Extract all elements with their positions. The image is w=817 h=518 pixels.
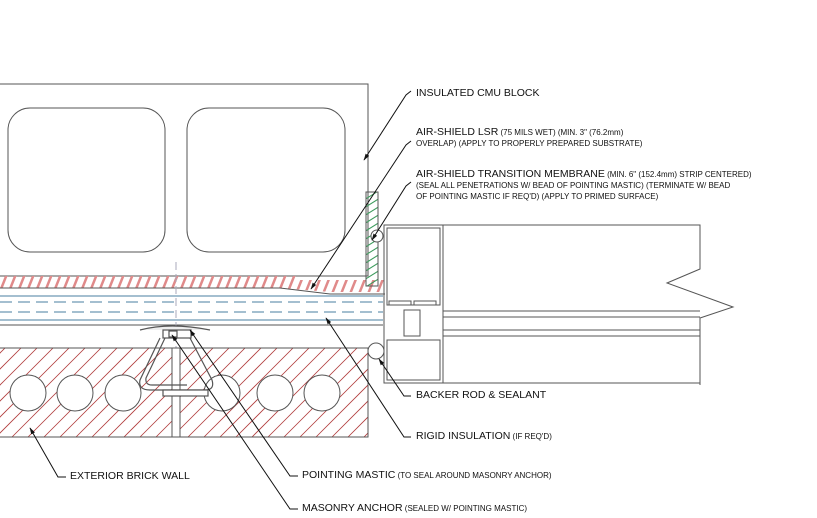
transition-hatch-line bbox=[366, 246, 378, 256]
membrane-hatch-line bbox=[33, 276, 45, 292]
brick-core bbox=[303, 374, 341, 412]
window-frame bbox=[383, 224, 735, 385]
label-note: OF POINTING MASTIC IF REQ'D) (APPLY TO P… bbox=[416, 192, 659, 201]
brick-hatch-line bbox=[331, 400, 368, 437]
transition-hatch-line bbox=[366, 206, 378, 216]
label-backer-rod: BACKER ROD & SEALANT bbox=[416, 390, 546, 401]
label-note: (75 MILS WET) (MIN. 3" (76.2mm) bbox=[498, 128, 624, 137]
transition-hatch-line bbox=[366, 222, 378, 232]
label-note: (SEALED W/ POINTING MASTIC) bbox=[402, 504, 528, 513]
membrane-hatch-line bbox=[150, 276, 162, 292]
backer-rod bbox=[367, 342, 385, 360]
membrane-hatch-line bbox=[15, 276, 27, 292]
membrane-hatch-line bbox=[168, 276, 180, 292]
membrane-hatch-line bbox=[213, 276, 225, 292]
exterior-brick-wall bbox=[0, 347, 369, 438]
brick-hatch-line bbox=[0, 348, 6, 354]
label-text: AIR-SHIELD TRANSITION MEMBRANE bbox=[416, 168, 605, 180]
membrane-hatch-line bbox=[69, 276, 81, 292]
membrane-hatch-line bbox=[51, 276, 63, 292]
membrane-hatch-line bbox=[177, 276, 189, 292]
transition-hatch-line bbox=[366, 192, 378, 200]
membrane-hatch-line bbox=[330, 276, 342, 292]
label-note: OVERLAP) (APPLY TO PROPERLY PREPARED SUB… bbox=[416, 139, 643, 148]
transition-hatch-line bbox=[366, 278, 378, 286]
label-pointing-mastic: POINTING MASTIC (TO SEAL AROUND MASONRY … bbox=[302, 470, 552, 481]
membrane-hatch-line bbox=[285, 276, 297, 292]
brick-core bbox=[56, 374, 94, 412]
label-text: AIR-SHIELD LSR bbox=[416, 126, 499, 138]
brick-hatch-line bbox=[347, 416, 368, 437]
brick-hatch-line bbox=[0, 348, 38, 386]
label-text: BACKER ROD & SEALANT bbox=[416, 389, 547, 401]
membrane-hatch-line bbox=[87, 276, 99, 292]
transition-hatch-line bbox=[366, 214, 378, 224]
brick-hatch-line bbox=[0, 348, 22, 370]
brick-core bbox=[104, 374, 142, 412]
membrane-hatch-line bbox=[348, 276, 360, 292]
label-air-shield-lsr: AIR-SHIELD LSR (75 MILS WET) (MIN. 3" (7… bbox=[416, 127, 642, 149]
membrane-hatch-line bbox=[96, 276, 108, 292]
masonry-anchor bbox=[139, 325, 214, 397]
membrane-hatch-line bbox=[258, 276, 270, 292]
membrane-hatch-line bbox=[339, 276, 351, 292]
membrane-hatch-line bbox=[114, 276, 126, 292]
membrane-hatch-line bbox=[105, 276, 117, 292]
membrane-hatch-line bbox=[312, 276, 324, 292]
membrane-hatch-line bbox=[159, 276, 171, 292]
membrane-hatch-line bbox=[222, 276, 234, 292]
membrane-hatch-line bbox=[24, 276, 36, 292]
membrane-hatch-line bbox=[240, 276, 252, 292]
membrane-hatch-line bbox=[42, 276, 54, 292]
membrane-hatch-line bbox=[186, 276, 198, 292]
label-text: INSULATED CMU BLOCK bbox=[416, 87, 540, 99]
brick-core bbox=[256, 374, 294, 412]
label-text: POINTING MASTIC bbox=[302, 469, 396, 481]
membrane-hatch-line bbox=[6, 276, 18, 292]
membrane-hatch-line bbox=[195, 276, 207, 292]
membrane-edge bbox=[0, 287, 385, 295]
brick-core bbox=[203, 374, 241, 412]
membrane-hatch-line bbox=[231, 276, 243, 292]
label-text: RIGID INSULATION bbox=[416, 430, 511, 442]
membrane-hatch-line bbox=[0, 276, 9, 292]
label-note: (MIN. 6" (152.4mm) STRIP CENTERED) bbox=[604, 170, 752, 179]
brick-core bbox=[9, 374, 47, 412]
label-text: MASONRY ANCHOR bbox=[302, 502, 403, 514]
label-note: (IF REQ'D) bbox=[510, 432, 552, 441]
transition-hatch-line bbox=[366, 254, 378, 264]
label-note: (SEAL ALL PENETRATIONS W/ BEAD OF POINTI… bbox=[416, 181, 731, 190]
membrane-hatch-line bbox=[276, 276, 288, 292]
label-insulated-cmu-block: INSULATED CMU BLOCK bbox=[416, 88, 540, 99]
label-text: EXTERIOR BRICK WALL bbox=[70, 470, 190, 482]
label-transition-membrane: AIR-SHIELD TRANSITION MEMBRANE (MIN. 6" … bbox=[416, 169, 752, 202]
air-shield-lsr-membrane bbox=[0, 274, 403, 294]
transition-hatch-line bbox=[366, 270, 378, 280]
transition-hatch-line bbox=[366, 262, 378, 272]
cmu-block bbox=[0, 83, 369, 277]
membrane-hatch-line bbox=[249, 276, 261, 292]
leader-lines bbox=[29, 90, 412, 510]
label-masonry-anchor: MASONRY ANCHOR (SEALED W/ POINTING MASTI… bbox=[302, 503, 527, 514]
brick-hatch-line bbox=[251, 348, 342, 437]
transition-hatch-line bbox=[366, 198, 378, 208]
brick-hatch-line bbox=[299, 368, 368, 437]
membrane-hatch-line bbox=[123, 276, 135, 292]
membrane-hatch-line bbox=[267, 276, 279, 292]
membrane-hatch-line bbox=[60, 276, 72, 292]
label-note: (TO SEAL AROUND MASONRY ANCHOR) bbox=[395, 471, 552, 480]
label-exterior-brick-wall: EXTERIOR BRICK WALL bbox=[70, 471, 190, 482]
membrane-hatch-line bbox=[321, 276, 333, 292]
membrane-hatch-line bbox=[395, 274, 403, 294]
brick-hatch-line bbox=[315, 384, 368, 437]
membrane-hatch-line bbox=[78, 276, 90, 292]
brick-hatch-line bbox=[203, 348, 294, 437]
membrane-hatch-line bbox=[132, 276, 144, 292]
label-rigid-insulation: RIGID INSULATION (IF REQ'D) bbox=[416, 431, 552, 442]
membrane-hatch-line bbox=[204, 276, 216, 292]
membrane-hatch-line bbox=[141, 276, 153, 292]
rigid-insulation bbox=[0, 295, 383, 326]
